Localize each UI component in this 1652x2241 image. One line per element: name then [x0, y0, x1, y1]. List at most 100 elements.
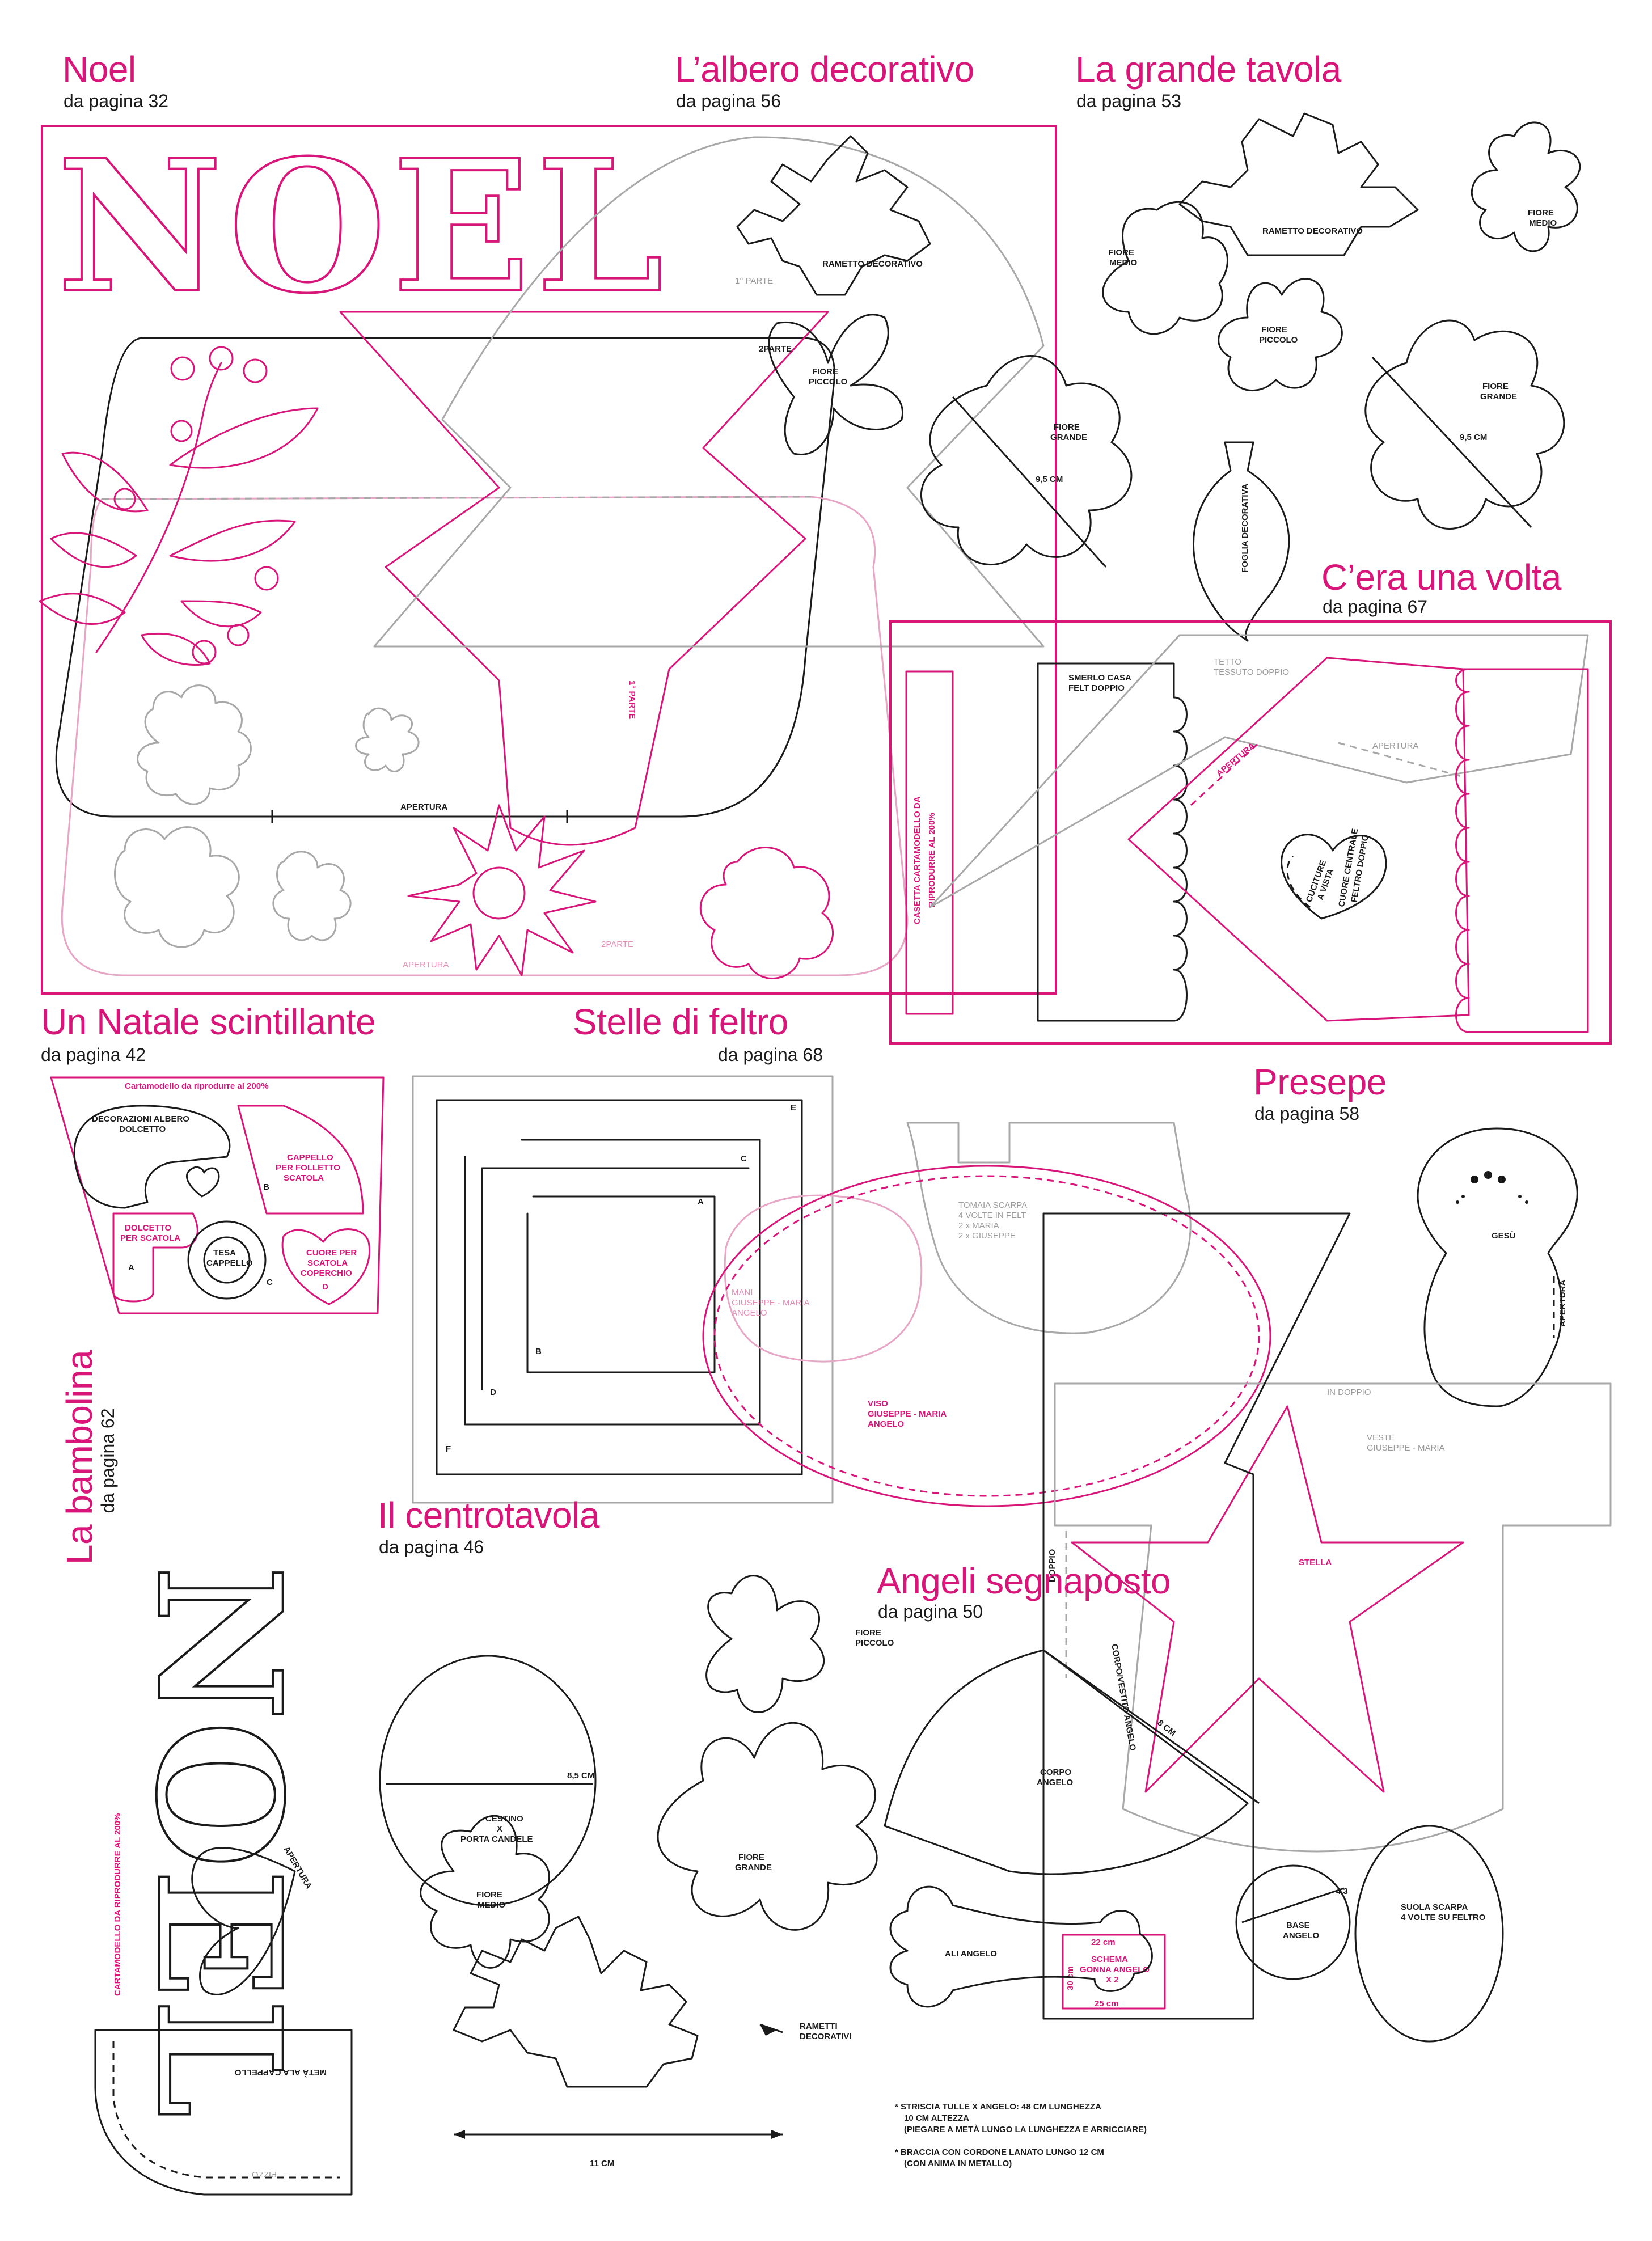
noel-big-word: NOEL	[57, 121, 669, 333]
label-misura-11: 11 CM	[590, 2159, 614, 2168]
albero-pattern-group: RAMETTO DECORATIVO 2PARTE FIORE PICCOLO …	[373, 135, 1133, 648]
label-corpo-1: CORPO	[1040, 1768, 1071, 1777]
label-fiore-piccolo-ct-2: PICCOLO	[855, 1638, 894, 1648]
note-line-5: (CON ANIMA IN METALLO)	[904, 2159, 1012, 2168]
label-viso-2: GIUSEPPE - MARIA	[868, 1409, 947, 1419]
label-cappello-3: SCATOLA	[284, 1173, 324, 1183]
label-letter-e: E	[791, 1103, 796, 1113]
subheading-natale: da pagina 42	[41, 1045, 146, 1065]
albero-tree-outline	[373, 136, 1045, 648]
label-fiore-medio-ct-2: MEDIO	[478, 1900, 506, 1910]
label-fiore-piccolo-tavola-1: FIORE	[1261, 325, 1287, 335]
label-gesu: GESÙ	[1492, 1231, 1516, 1241]
heading-angeli: Angeli segnaposto	[877, 1561, 1171, 1601]
label-letter-a-stelle: A	[698, 1197, 704, 1207]
gesu-eye-left	[1471, 1176, 1478, 1183]
label-rametto-albero: RAMETTO DECORATIVO	[822, 259, 923, 269]
subheading-noel: da pagina 32	[64, 91, 169, 111]
noel-pattern-group: NOEL 1° PARTE 1° PARTE APER	[39, 120, 1057, 995]
label-misura-95-albero: 9,5 CM	[1036, 475, 1063, 484]
label-rametti-1: RAMETTI	[800, 2022, 838, 2031]
noel-grey-flower-4	[272, 851, 352, 941]
label-tomaia-3: 2 x MARIA	[958, 1221, 999, 1231]
note-line-3: (PIEGARE A METÀ LUNGO LA LUNGHEZZA E ARR…	[904, 2125, 1147, 2134]
heading-natale: Un Natale scintillante	[41, 1001, 376, 1042]
cera-apertura-dashed	[1338, 742, 1464, 778]
label-misura-25: 25 cm	[1095, 1999, 1119, 2009]
label-tetto-1: TETTO	[1214, 657, 1241, 667]
centrotavola-fiore-grande	[657, 1722, 878, 1931]
label-fiore-grande-albero-2: GRANDE	[1050, 433, 1087, 442]
label-dolcetto-1: DOLCETTO	[125, 1223, 172, 1233]
label-fiore-medio-tavola-r1: FIORE	[1528, 208, 1554, 218]
tavola-fiore-grande	[1364, 319, 1565, 530]
label-mani-2: GIUSEPPE - MARIA	[732, 1298, 810, 1308]
label-tesa-2: CAPPELLO	[206, 1258, 253, 1268]
noel-grey-flower-1	[137, 684, 252, 805]
label-fiore-medio-ct-1: FIORE	[476, 1890, 502, 1900]
subheading-albero: da pagina 56	[676, 91, 781, 111]
label-apertura-cera: APERTURA	[1372, 741, 1418, 751]
stelle-square-f-inner	[436, 1099, 803, 1475]
cera-pink-roof-shape	[1127, 657, 1470, 1022]
albero-rametto-shape	[736, 135, 931, 296]
subheading-cera: da pagina 67	[1323, 597, 1428, 617]
centrotavola-rametti	[453, 1916, 699, 2088]
heading-bambolina: La bambolina	[59, 1350, 100, 1565]
cera-smerlo-panel	[1037, 662, 1188, 1022]
subheading-stelle: da pagina 68	[718, 1045, 823, 1065]
gesu-eye-mid	[1484, 1171, 1492, 1179]
noel-bag-shape	[55, 337, 835, 818]
label-apertura-gesu: APERTURA	[1558, 1279, 1568, 1327]
label-letter-b-stelle: B	[535, 1347, 542, 1356]
noel-pink-flower-small	[699, 847, 834, 979]
label-2-parte-albero: 2PARTE	[759, 344, 792, 354]
tavola-misura-arrow	[1371, 356, 1532, 528]
centrotavola-cestino	[379, 1655, 597, 1906]
label-decorazioni-2: DOLCETTO	[119, 1124, 166, 1134]
label-rametti-2: DECORATIVI	[800, 2032, 851, 2041]
subheading-angeli: da pagina 50	[878, 1601, 983, 1622]
label-apertura-noel: APERTURA	[400, 802, 448, 812]
natale-dolcetto-candy	[73, 1105, 231, 1209]
label-cappello-1: CAPPELLO	[287, 1153, 333, 1162]
presepe-stella	[1071, 1405, 1464, 1793]
label-letter-c-stelle: C	[741, 1154, 747, 1164]
label-mani-1: MANI	[732, 1288, 753, 1297]
angeli-ali	[889, 1885, 1153, 2008]
heading-stelle: Stelle di feltro	[573, 1001, 788, 1042]
label-smerlo-1: SMERLO CASA	[1068, 673, 1131, 683]
heading-presepe: Presepe	[1253, 1062, 1387, 1102]
label-in-doppio: IN DOPPIO	[1327, 1388, 1371, 1397]
label-fiore-piccolo-albero-1: FIORE	[812, 367, 838, 377]
bambolina-pattern-group: NOEL APERTURA CARTAMODELLO DA RIPRODURRE…	[94, 1564, 353, 2196]
label-schema-2: GONNA ANGELO	[1080, 1965, 1150, 1974]
gesu-eye-right	[1498, 1176, 1506, 1183]
label-letter-d-natale: D	[322, 1282, 328, 1292]
label-foglia: FOGLIA DECORATIVA	[1240, 484, 1250, 573]
subheading-centrotavola: da pagina 46	[379, 1537, 484, 1557]
label-stella: STELLA	[1299, 1558, 1332, 1567]
natale-dolcetto-scatola	[112, 1212, 198, 1303]
centrotavola-pattern-group: 8,5 CM CESTINO X PORTA CANDELE FIORE PIC…	[379, 1575, 894, 2168]
label-ali: ALI ANGELO	[945, 1949, 997, 1959]
label-dolcetto-2: PER SCATOLA	[120, 1233, 180, 1243]
presepe-gesu	[1417, 1127, 1578, 1407]
cera-magenta-house	[905, 670, 954, 1015]
noel-part2-shape	[61, 496, 909, 976]
label-tomaia-1: TOMAIA SCARPA	[958, 1200, 1027, 1210]
label-cestino-2: X	[497, 1824, 502, 1834]
label-viso-1: VISO	[868, 1399, 888, 1409]
label-decorazioni-1: DECORAZIONI ALBERO	[92, 1114, 189, 1124]
presepe-pattern-group: TOMAIA SCARPA 4 VOLTE IN FELT 2 x MARIA …	[702, 1122, 1612, 1853]
bambolina-meta-ala	[94, 2029, 353, 2196]
cera-pink-dashed	[1190, 742, 1260, 806]
heading-cera: C’era una volta	[1321, 557, 1561, 598]
label-1-parte-top: 1° PARTE	[735, 276, 773, 286]
label-fiore-piccolo-ct-1: FIORE	[855, 1628, 881, 1638]
angeli-corpo-vestito	[1042, 1212, 1351, 2020]
label-tomaia-2: 4 VOLTE IN FELT	[958, 1211, 1026, 1220]
label-cuore-scatola-2: SCATOLA	[307, 1258, 348, 1268]
noel-frame	[41, 125, 1057, 995]
